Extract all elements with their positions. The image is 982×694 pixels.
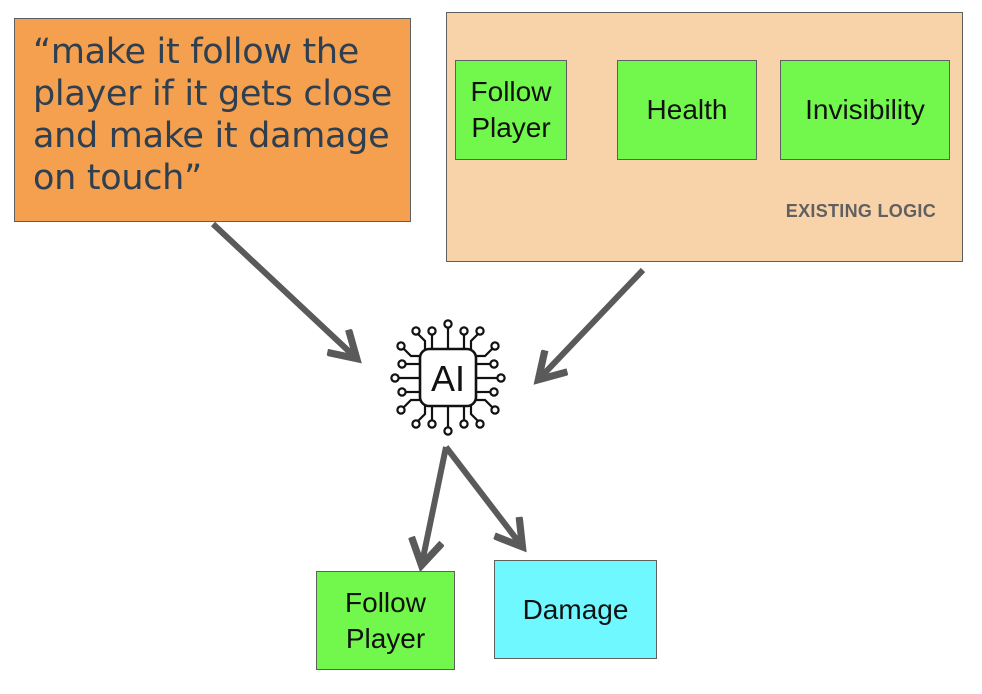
existing-logic-container: Follow Player Health Invisibility EXISTI… bbox=[446, 12, 963, 262]
arrow-prompt-to-ai bbox=[210, 221, 355, 357]
ai-chip-icon bbox=[390, 319, 506, 436]
output-block-damage: Damage bbox=[494, 560, 657, 659]
arrow-existing-to-ai bbox=[540, 267, 646, 378]
existing-block-label: Invisibility bbox=[805, 94, 925, 125]
arrow-ai-to-follow bbox=[422, 446, 449, 563]
existing-logic-label: EXISTING LOGIC bbox=[785, 201, 936, 221]
output-block-label: Damage bbox=[522, 593, 629, 625]
output-block-follow-player: Follow Player bbox=[316, 571, 455, 670]
existing-block-label: Health bbox=[646, 94, 728, 125]
existing-block-follow-player: Follow Player bbox=[455, 60, 567, 160]
existing-block-invisibility: Invisibility bbox=[780, 60, 950, 160]
prompt-box: “make it follow the player if it gets cl… bbox=[14, 18, 411, 222]
prompt-text: “make it follow the player if it gets cl… bbox=[33, 32, 392, 198]
arrow-ai-to-damage bbox=[443, 445, 521, 545]
existing-block-health: Health bbox=[617, 60, 757, 160]
ai-label: AI bbox=[431, 358, 465, 399]
existing-block-label: Follow Player bbox=[470, 76, 552, 143]
output-block-label: Follow Player bbox=[345, 586, 426, 654]
